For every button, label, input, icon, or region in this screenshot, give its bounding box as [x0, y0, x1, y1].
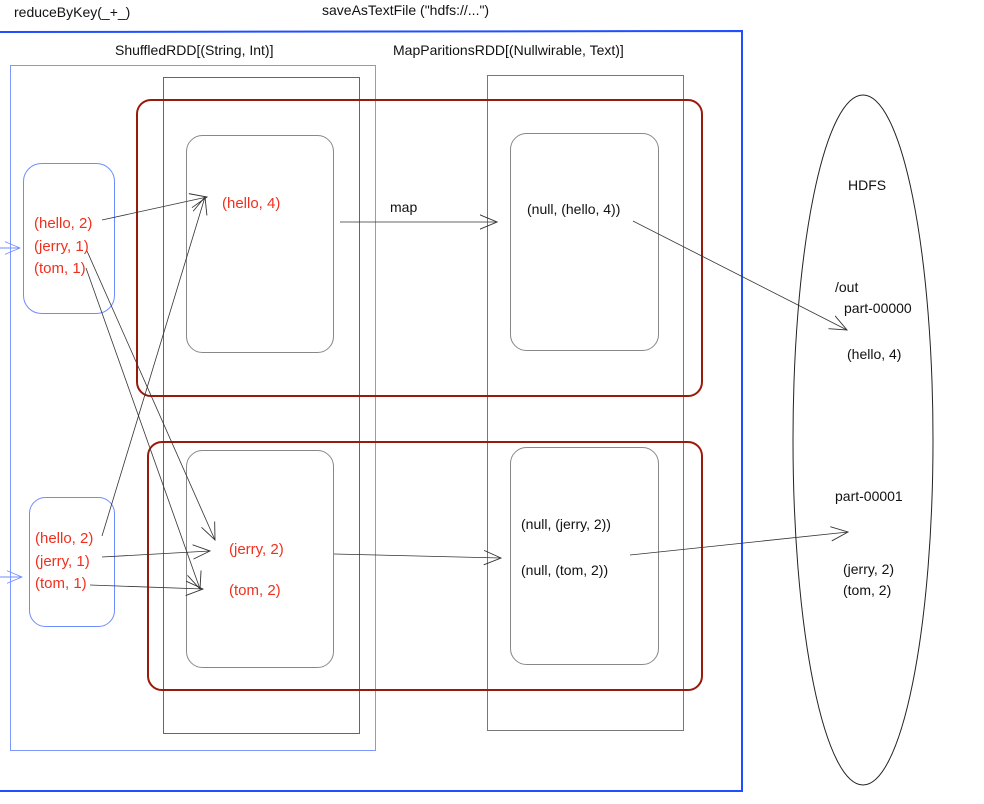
shuffle-arrow-tom-1 — [89, 585, 203, 589]
mapped-partition-0 — [510, 133, 659, 351]
input-partition-1 — [29, 497, 115, 627]
input-0-record-2: (tom, 1) — [34, 260, 86, 277]
shuffled-1-record-1: (tom, 2) — [229, 582, 281, 599]
save-as-text-file-label: saveAsTextFile ("hdfs://...") — [322, 2, 489, 18]
map-partitions-rdd-label: MapParitionsRDD[(Nullwirable, Text)] — [393, 42, 624, 58]
input-1-record-1: (jerry, 1) — [35, 553, 90, 570]
hdfs-storage — [792, 94, 934, 786]
map-arrow-1 — [333, 554, 501, 558]
save-arrow-1 — [629, 532, 848, 556]
mapped-1-record-0: (null, (jerry, 2)) — [521, 516, 611, 532]
shuffled-0-record-0: (hello, 4) — [222, 195, 280, 212]
shuffled-1-record-0: (jerry, 2) — [229, 541, 284, 558]
input-stage-frame — [10, 65, 376, 751]
input-partition-0 — [23, 163, 115, 314]
input-0-record-0: (hello, 2) — [34, 215, 92, 232]
mapped-0-record-0: (null, (hello, 4)) — [527, 201, 620, 217]
hdfs-file-1-record-0: (jerry, 2) — [843, 561, 894, 577]
input-1-record-2: (tom, 1) — [35, 575, 87, 592]
hdfs-file-0-name: part-00000 — [844, 300, 912, 316]
shuffle-arrow-jerry-0 — [86, 250, 215, 540]
hdfs-file-0-record-0: (hello, 4) — [847, 346, 901, 362]
shuffled-partition-1 — [186, 450, 334, 668]
hdfs-file-1-record-1: (tom, 2) — [843, 582, 891, 598]
mapped-partition-1 — [510, 447, 659, 665]
partition-group-0 — [136, 99, 703, 397]
shuffle-arrow-jerry-1 — [101, 551, 210, 557]
shuffle-arrow-hello-0 — [101, 197, 207, 221]
hdfs-file-1-name: part-00001 — [835, 488, 903, 504]
hdfs-label: HDFS — [848, 177, 886, 193]
outer-stage-frame — [0, 29, 743, 792]
shuffled-rdd-column — [163, 77, 360, 734]
map-partitions-rdd-column — [487, 75, 684, 731]
shuffled-partition-0 — [186, 135, 334, 353]
shuffle-arrow-tom-0 — [85, 267, 200, 589]
input-1-record-0: (hello, 2) — [35, 530, 93, 547]
input-0-record-1: (jerry, 1) — [34, 238, 89, 255]
hdfs-dir: /out — [835, 279, 858, 295]
mapped-1-record-1: (null, (tom, 2)) — [521, 562, 608, 578]
save-arrow-0 — [632, 220, 847, 330]
shuffled-rdd-label: ShuffledRDD[(String, Int)] — [115, 42, 273, 58]
shuffle-arrow-hello-1 — [101, 197, 205, 537]
reduce-by-key-label: reduceByKey(_+_) — [14, 4, 130, 20]
map-label: map — [390, 199, 417, 215]
partition-group-1 — [147, 441, 703, 691]
